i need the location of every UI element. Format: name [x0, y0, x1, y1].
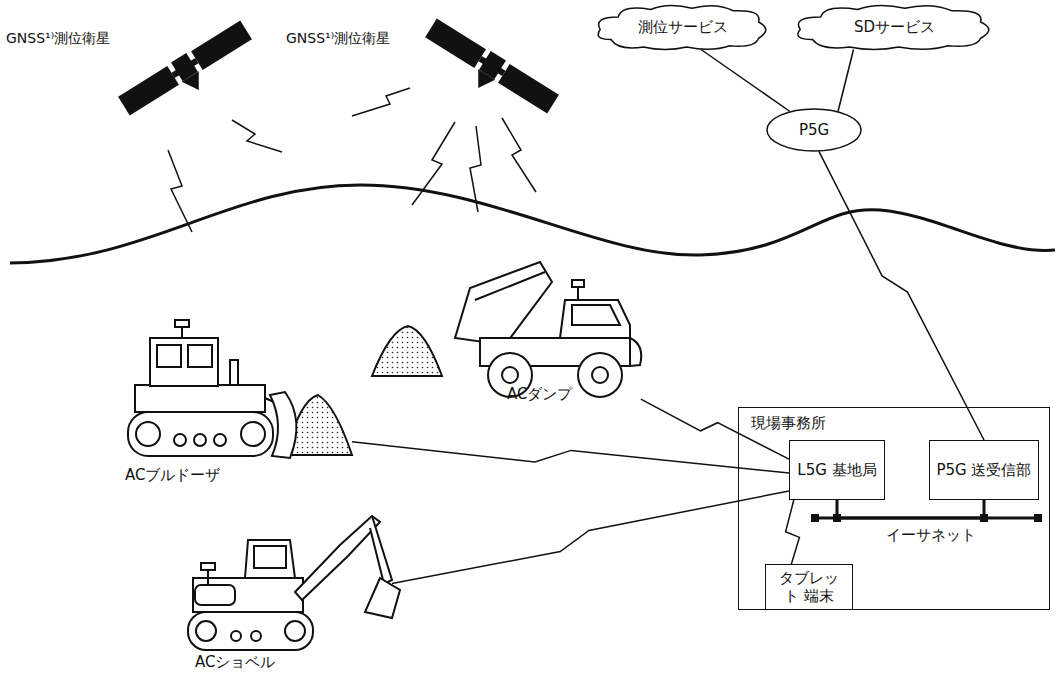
- bulldozer: [136, 422, 160, 446]
- site-office: 現場事務所 L5G 基地局 P5G 送受信部タブレット 端末: [738, 407, 1050, 610]
- dump-truck: [372, 262, 641, 397]
- excavator: [365, 578, 400, 618]
- bulldozer: [135, 385, 265, 412]
- excavator: [193, 578, 303, 612]
- excavator: [245, 540, 295, 578]
- bulldozer: [175, 320, 189, 327]
- radio-signal: [502, 118, 536, 192]
- edge-label: イーサネット: [884, 526, 978, 545]
- machine-name: ACブルドーザ: [125, 466, 220, 484]
- node-text: タブレット 端末: [772, 569, 846, 605]
- satellite: [191, 21, 252, 70]
- satellite-label: GNSS¹⁾測位衛星: [6, 30, 110, 48]
- wireless-link: [352, 442, 789, 473]
- excavator: [207, 570, 209, 585]
- excavator: [295, 516, 380, 600]
- bulldozer: [214, 434, 226, 446]
- radio-signal: [232, 120, 282, 152]
- cloud-outline: [598, 5, 766, 49]
- transceiver-box: P5G 送受信部: [929, 440, 1039, 500]
- satellite-label: GNSS¹⁾測位衛星: [286, 30, 390, 48]
- node-text: SDサービス: [854, 18, 935, 36]
- radio-signal: [470, 126, 481, 212]
- bulldozer: [157, 345, 181, 367]
- satellite: [498, 64, 559, 113]
- bus-tap: [980, 514, 988, 522]
- bulldozer: [128, 320, 352, 458]
- machine-label-area: ACブルドーザ: [115, 318, 352, 490]
- excavator: [285, 621, 305, 641]
- network-link: [838, 50, 854, 112]
- node-text: P5G: [799, 121, 829, 139]
- node-text: L5G 基地局: [797, 461, 876, 479]
- base-station-box: L5G 基地局: [789, 440, 885, 500]
- bulldozer: [188, 345, 212, 367]
- radio-signal: [168, 150, 192, 232]
- bulldozer: [270, 392, 296, 458]
- cloud-outline: [798, 5, 989, 49]
- satellite: [470, 69, 495, 93]
- ground-line: [10, 185, 1055, 263]
- bulldozer: [128, 412, 273, 456]
- node-text: 測位サービス: [638, 18, 728, 36]
- bus-tap: [811, 514, 819, 522]
- radio-signal: [412, 122, 455, 205]
- dump-truck: [578, 353, 622, 397]
- satellite: [425, 19, 486, 68]
- wireless-link: [819, 151, 984, 440]
- dump-truck: [372, 326, 442, 376]
- bus-tap: [833, 514, 841, 522]
- cloud-service: SDサービス: [792, 2, 997, 52]
- wireless-link: [786, 500, 800, 564]
- excavator: [188, 612, 313, 650]
- excavator: [195, 585, 235, 605]
- dump-truck: [455, 262, 552, 345]
- dump-truck: [630, 338, 641, 366]
- dump-truck: [577, 286, 579, 300]
- bulldozer: [174, 434, 186, 446]
- excavator: [201, 563, 215, 570]
- cloud-service: 測位サービス: [593, 2, 773, 52]
- dump-truck: [572, 305, 620, 325]
- radio-signal: [168, 88, 536, 232]
- dump-truck: [560, 300, 630, 338]
- excavator: [254, 546, 286, 568]
- dump-truck: [572, 280, 584, 287]
- ellipse-outline: [767, 109, 861, 151]
- tablet-box: タブレット 端末: [765, 564, 853, 610]
- network-ellipse: P5G: [766, 108, 862, 152]
- excavator: [188, 516, 400, 650]
- dump-truck: [475, 272, 545, 300]
- dump-truck: [592, 367, 608, 383]
- ethernet-bus: [815, 517, 1038, 520]
- satellite: [118, 66, 179, 115]
- bulldozer: [194, 434, 206, 446]
- bulldozer: [230, 360, 238, 385]
- excavator: [231, 631, 241, 641]
- satellite: [417, 18, 559, 127]
- bulldozer: [241, 422, 265, 446]
- dump-truck: [502, 367, 518, 383]
- satellite: [182, 71, 207, 95]
- machine-label-area: ACショベル: [178, 508, 392, 676]
- wireless-link: [392, 491, 789, 584]
- radio-signal: [352, 88, 410, 116]
- excavator: [196, 621, 216, 641]
- bulldozer: [150, 338, 218, 386]
- machine-label-area: ACダンプ: [440, 260, 645, 408]
- machine-name: ACショベル: [195, 653, 275, 671]
- satellite: [118, 20, 260, 129]
- network-link: [701, 50, 790, 112]
- ethernet-bus: [837, 500, 984, 518]
- machine-name: ACダンプ: [507, 385, 572, 403]
- excavator: [251, 631, 261, 641]
- excavator: [370, 516, 392, 584]
- node-text: 現場事務所: [751, 414, 826, 432]
- node-text: P5G 送受信部: [937, 461, 1032, 479]
- bus-tap: [1034, 514, 1042, 522]
